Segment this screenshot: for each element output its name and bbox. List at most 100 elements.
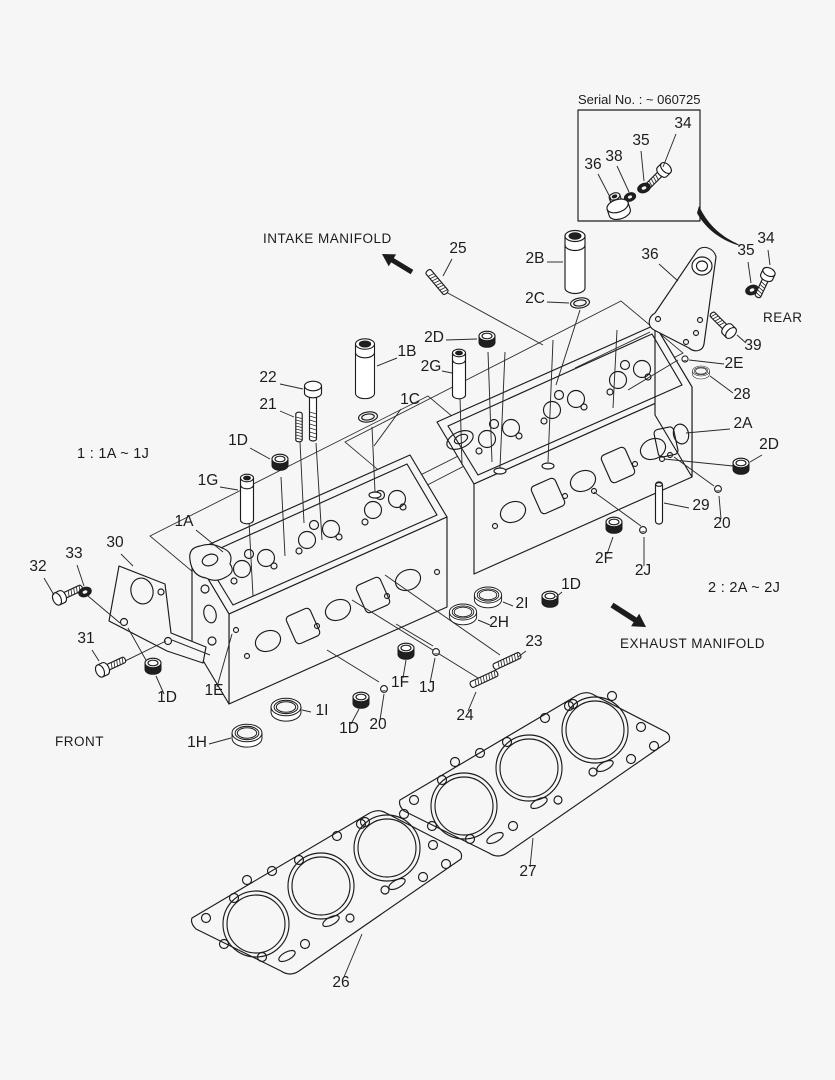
leader-line-1C: [373, 408, 402, 447]
serial-inset-border: [577, 109, 701, 222]
callout-1D: 1D: [228, 432, 248, 449]
group2-range-label: 2 : 2A ~ 2J: [708, 580, 780, 596]
leader-line-30: [120, 553, 134, 567]
leader-line-22: [279, 383, 304, 390]
callout-1E: 1E: [205, 682, 224, 699]
part-rod: [654, 481, 664, 525]
callout-20: 20: [713, 515, 731, 532]
callout-33: 33: [65, 545, 82, 562]
callout-1D: 1D: [157, 689, 177, 706]
callout-1B: 1B: [398, 343, 417, 360]
part-cap: [732, 457, 750, 475]
callout-1F: 1F: [391, 674, 409, 691]
callout-2C: 2C: [525, 290, 545, 307]
leader-line-29: [663, 502, 690, 509]
part-bead: [380, 685, 388, 693]
callout-22: 22: [259, 369, 276, 386]
leader-line-31: [91, 649, 100, 662]
head1-top-details: [189, 489, 407, 585]
leader-line-1E: [216, 633, 233, 688]
leader-line-38: [616, 165, 630, 193]
leader-line-2D: [749, 454, 763, 463]
leader-line-27: [529, 837, 534, 868]
callout-30: 30: [106, 534, 124, 551]
part-guide-sm: [451, 348, 467, 400]
leader-line-28: [709, 375, 734, 394]
leader-line-36: [597, 173, 612, 200]
leader-line-1B: [376, 357, 398, 367]
leader-line-34: [767, 249, 771, 266]
callout-2H: 2H: [489, 614, 509, 631]
exhaust-direction-arrow-icon: [610, 602, 646, 627]
leader-line-2D: [445, 338, 478, 341]
head1-front-details: [232, 568, 441, 660]
part-stud: [295, 411, 303, 443]
leader-line-2G: [441, 370, 453, 374]
serial-number-label: Serial No. : ~ 060725: [578, 92, 701, 107]
callout-24: 24: [456, 707, 474, 724]
callout-1J: 1J: [419, 679, 435, 696]
callouts-layer: 34353836252B2C2D1B2G1C22211D1G1A32333031…: [29, 115, 779, 991]
construction-lines: [87, 291, 734, 683]
leader-line-2C: [546, 301, 570, 304]
text-labels: INTAKE MANIFOLD EXHAUST MANIFOLD FRONT R…: [55, 231, 802, 749]
cylinder-head-1: [189, 454, 448, 705]
part-cap: [144, 657, 162, 675]
callout-31: 31: [77, 630, 94, 647]
leader-line-34: [662, 133, 677, 168]
head2-front-details: [491, 437, 667, 530]
lifting-plate-30: [108, 565, 207, 664]
head1-end-details: [200, 584, 217, 646]
callout-2I: 2I: [516, 595, 529, 612]
leader-line-2E: [688, 359, 725, 365]
leader-line-1D: [350, 708, 360, 725]
front-label: FRONT: [55, 734, 104, 749]
leader-line-25: [442, 258, 453, 277]
callout-2J: 2J: [635, 562, 651, 579]
callout-36: 36: [641, 246, 658, 263]
part-bead: [681, 355, 689, 363]
callout-2D: 2D: [759, 436, 779, 453]
head2-end-details: [653, 423, 690, 463]
exhaust-manifold-label: EXHAUST MANIFOLD: [620, 636, 765, 651]
callout-2D: 2D: [424, 329, 444, 346]
callout-1D: 1D: [561, 576, 581, 593]
leader-line-2A: [685, 428, 731, 434]
leader-line-33: [76, 564, 85, 587]
leader-line-20: [718, 495, 722, 520]
leader-line-35: [747, 261, 752, 284]
callout-25: 25: [449, 240, 466, 257]
leader-line-26: [343, 933, 363, 978]
callout-27: 27: [519, 863, 536, 880]
part-bead: [639, 526, 647, 534]
part-cap: [397, 642, 415, 660]
leader-line-2F: [606, 536, 614, 555]
callout-35: 35: [737, 242, 754, 259]
group1-range-label: 1 : 1A ~ 1J: [77, 446, 149, 462]
leader-line-32: [43, 577, 55, 596]
leader-line-1D: [555, 591, 563, 598]
callout-21: 21: [259, 396, 276, 413]
leader-line-2I: [502, 601, 514, 607]
callout-34: 34: [757, 230, 775, 247]
callout-26: 26: [332, 974, 349, 991]
callout-32: 32: [29, 558, 46, 575]
part-cap: [605, 516, 623, 534]
leader-line-1G: [219, 486, 239, 491]
callout-20: 20: [369, 716, 387, 733]
direction-arrows: [382, 254, 646, 627]
part-guide-lg: [564, 229, 586, 295]
leader-line-24: [467, 691, 477, 712]
leader-line-1J: [429, 657, 436, 684]
leader-line-1I: [301, 709, 312, 713]
callout-39: 39: [744, 337, 761, 354]
callout-2A: 2A: [734, 415, 754, 432]
leader-line-23: [517, 650, 527, 658]
head2-top-details: [446, 359, 652, 455]
rear-bracket-36: [648, 246, 717, 352]
part-ring: [270, 697, 302, 722]
intake-manifold-label: INTAKE MANIFOLD: [263, 231, 392, 246]
callout-38: 38: [605, 148, 622, 165]
part-bead: [714, 485, 722, 493]
